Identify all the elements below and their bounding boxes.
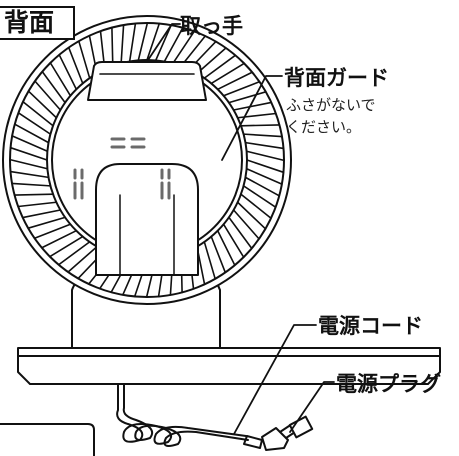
guard-fin bbox=[17, 111, 52, 135]
guard-fin bbox=[242, 133, 283, 138]
section-title: 背面 bbox=[0, 6, 75, 40]
guard-fin bbox=[22, 100, 54, 127]
guard-fin bbox=[216, 71, 253, 91]
power-cord bbox=[116, 383, 263, 449]
guard-fin bbox=[67, 46, 84, 85]
guard-fin bbox=[9, 146, 48, 161]
guard-fin bbox=[246, 159, 285, 174]
guard-fin bbox=[34, 80, 62, 111]
guard-fin bbox=[196, 47, 227, 75]
leader-lines bbox=[147, 23, 335, 435]
guard-fin bbox=[222, 80, 261, 97]
guard-fin bbox=[13, 123, 50, 144]
label-rear-guard-note-1: ふさがないで bbox=[286, 96, 376, 114]
guard-fin bbox=[210, 62, 245, 85]
guard-fin bbox=[240, 193, 272, 220]
handle bbox=[87, 61, 207, 101]
guard-fin bbox=[58, 54, 78, 91]
guard-fin bbox=[210, 235, 227, 274]
guard-fin bbox=[242, 185, 277, 209]
guard-fin bbox=[172, 30, 196, 65]
guard-fin bbox=[120, 24, 125, 65]
guard-fin bbox=[216, 229, 236, 266]
guard-fin bbox=[128, 22, 137, 63]
guard-fin bbox=[146, 22, 161, 61]
guard-fin bbox=[78, 40, 91, 79]
guard-fin bbox=[154, 24, 172, 62]
stand-neck bbox=[95, 163, 199, 276]
guard-fin bbox=[163, 26, 184, 63]
guard-fin bbox=[49, 62, 72, 97]
guard-fin bbox=[11, 135, 49, 153]
guard-fin bbox=[67, 245, 98, 273]
guard-fin bbox=[245, 167, 283, 185]
label-power-plug: 電源プラグ bbox=[336, 372, 441, 396]
guard-fin bbox=[240, 124, 281, 127]
guard-fin bbox=[49, 235, 84, 258]
guard-fin bbox=[245, 150, 285, 162]
guard-fin bbox=[27, 216, 66, 229]
guard-fin bbox=[203, 54, 237, 79]
guard-fin bbox=[11, 182, 52, 187]
guard-fin bbox=[13, 193, 54, 196]
label-rear-guard: 背面ガード bbox=[284, 66, 389, 90]
guard-fin bbox=[222, 223, 245, 258]
guard-fin bbox=[17, 201, 58, 208]
label-rear-guard-note-2: ください。 bbox=[286, 118, 362, 136]
guard-fin bbox=[203, 241, 216, 280]
guard-fin bbox=[228, 216, 253, 250]
note-box-edge bbox=[0, 423, 95, 456]
power-plug bbox=[261, 415, 314, 451]
guard-fin bbox=[9, 170, 50, 179]
guard-fin bbox=[244, 141, 285, 150]
base-plate bbox=[17, 347, 441, 385]
guard-fin bbox=[111, 26, 114, 67]
label-handle: 取っ手 bbox=[180, 14, 243, 38]
guard-fin bbox=[236, 201, 267, 230]
guard-fin bbox=[232, 209, 260, 240]
guard-fin bbox=[9, 158, 49, 170]
guard-fin bbox=[41, 229, 78, 249]
guard-fin bbox=[232, 101, 273, 111]
guard-fin bbox=[228, 91, 267, 104]
label-power-cord: 電源コード bbox=[318, 314, 423, 338]
vent-marks bbox=[73, 137, 171, 200]
guard-fin bbox=[244, 176, 281, 197]
guard-fin bbox=[41, 70, 66, 104]
guard-fin bbox=[21, 209, 62, 219]
guard-fin bbox=[27, 90, 58, 119]
guard-fin bbox=[57, 241, 91, 266]
guard-fin bbox=[33, 223, 72, 240]
guard-fin bbox=[137, 22, 149, 62]
